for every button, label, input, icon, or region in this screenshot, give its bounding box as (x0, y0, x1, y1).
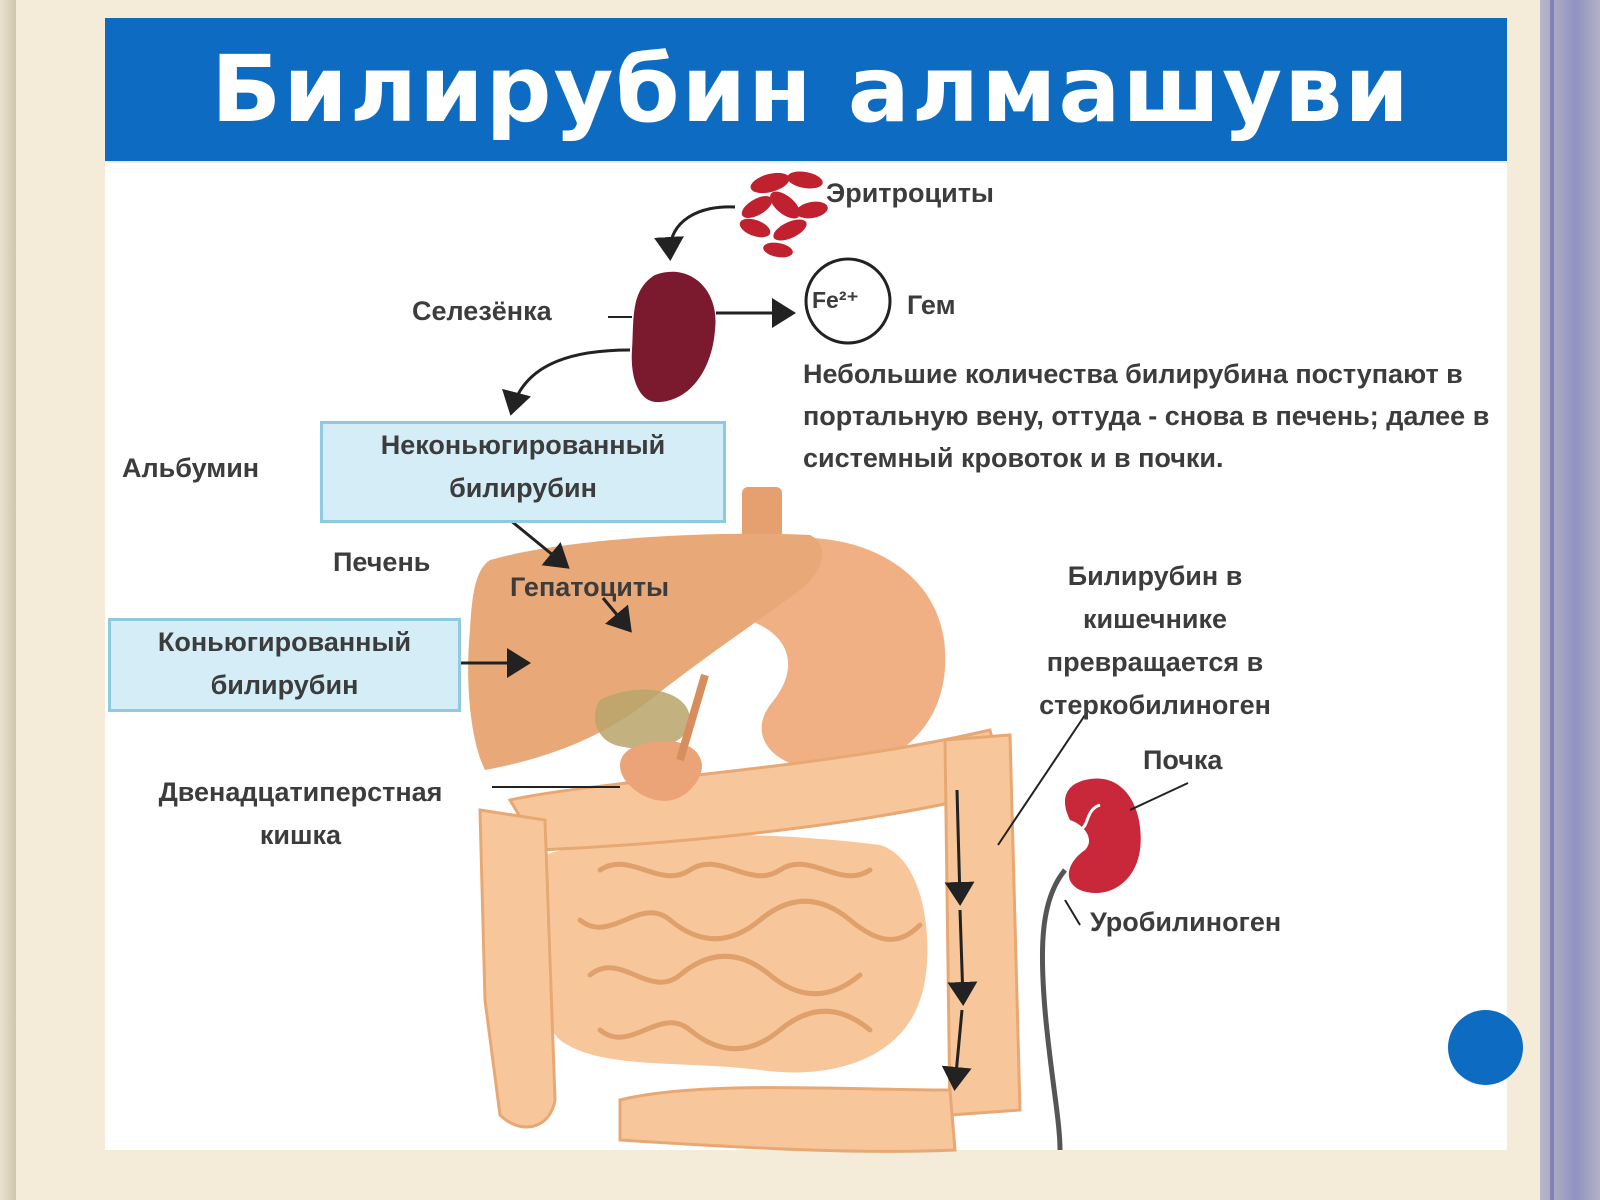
title-bar: Билирубин алмашуви (105, 18, 1507, 161)
arrow-rbc-to-spleen (654, 205, 736, 261)
ureter-illustration (1039, 868, 1067, 1151)
arrow-hepatocytes-down (601, 597, 632, 633)
gallbladder-illustration (595, 689, 690, 749)
label-spleen: Селезёнка (412, 296, 552, 326)
label-hepatocytes: Гепатоциты (510, 572, 670, 602)
label-iron: Fe²⁺ (812, 287, 859, 313)
label-erythrocytes: Эритроциты (826, 178, 994, 208)
pointer-stercobilinogen (997, 714, 1086, 846)
slide-frame-right (1540, 0, 1600, 1200)
kidney-illustration (1065, 778, 1141, 894)
label-kidney: Почка (1143, 745, 1223, 775)
label-albumin: Альбумин (122, 453, 260, 483)
liver-illustration (468, 533, 823, 770)
spleen-illustration (631, 271, 716, 403)
label-liver: Печень (333, 547, 431, 577)
arrow-unconjugated-to-hepatocytes (509, 518, 570, 569)
box-unconjugated-bilirubin: Неконьюгированный билирубин (320, 421, 726, 523)
erythrocytes-illustration (739, 171, 828, 258)
nav-circle-button[interactable] (1448, 1010, 1523, 1085)
label-duodenum: Двенадцатиперстная кишка (158, 777, 443, 850)
slide-frame-left (0, 0, 16, 1200)
label-urobilinogen: Уробилиноген (1090, 907, 1282, 937)
box-conjugated-bilirubin: Коньюгированный билирубин (108, 618, 461, 712)
iron-circle (804, 257, 892, 345)
label-heme: Гем (907, 290, 956, 320)
portal-note: Небольшие количества билирубина поступаю… (803, 359, 1490, 473)
slide-title: Билирубин алмашуви (211, 36, 1411, 143)
stomach-illustration (730, 487, 946, 771)
label-intestine-note: Билирубин в кишечнике превращается в сте… (1039, 561, 1271, 720)
arrow-spleen-to-unconjugated (502, 348, 631, 416)
colon-illustration (478, 728, 1022, 1153)
